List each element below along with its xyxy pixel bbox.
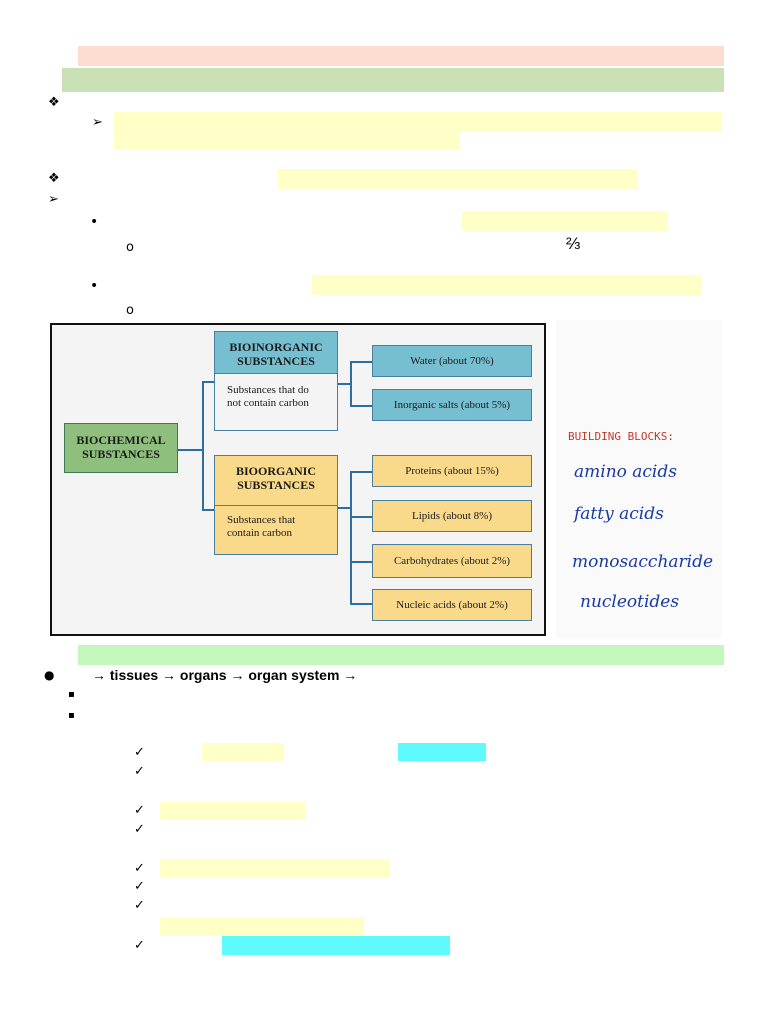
definition-highlight-2	[114, 131, 460, 149]
nucleic-acids-leaf: Nucleic acids (about 2%)	[372, 589, 532, 621]
node-description: Substances that	[227, 514, 296, 526]
connector-line	[350, 603, 372, 605]
diamond-bullet-icon: ❖	[48, 171, 60, 186]
connector-line	[350, 516, 372, 518]
connector-line	[338, 383, 352, 385]
check-highlight-yellow	[202, 743, 284, 761]
check-highlight-cyan	[398, 743, 486, 761]
subtitle-highlight-green	[62, 68, 724, 92]
node-description: not contain carbon	[227, 397, 309, 409]
note-item: nucleotides	[580, 592, 680, 612]
node-title: SUBSTANCES	[237, 478, 315, 492]
note-item: monosaccharide	[572, 552, 714, 572]
node-title: BIOINORGANIC	[229, 340, 323, 354]
big-dot-bullet-icon: ●	[44, 668, 55, 682]
connector-line	[350, 471, 372, 473]
connector-line	[202, 381, 204, 511]
building-blocks-note: BUILDING BLOCKS: amino acids fatty acids…	[556, 320, 722, 638]
section-highlight	[278, 169, 638, 189]
connector-line	[202, 381, 214, 383]
biochemical-substances-diagram: BIOCHEMICAL SUBSTANCES BIOINORGANIC SUBS…	[50, 323, 546, 636]
hierarchy-line: → tissues → organs → organ system →	[92, 667, 358, 683]
caption-highlight-green	[78, 645, 724, 665]
definition-highlight	[114, 112, 722, 131]
check-highlight-yellow	[160, 802, 306, 820]
lipids-leaf: Lipids (about 8%)	[372, 500, 532, 532]
point-highlight	[462, 211, 668, 231]
circle-bullet-icon: o	[126, 303, 134, 318]
node-description: contain carbon	[227, 527, 293, 539]
connector-line	[178, 449, 202, 451]
title-highlight-pink	[78, 46, 724, 66]
carbohydrates-leaf: Carbohydrates (about 2%)	[372, 544, 532, 578]
bioorganic-node: BIOORGANIC SUBSTANCES Substances that co…	[214, 455, 338, 555]
node-title: SUBSTANCES	[237, 354, 315, 368]
square-bullet-icon: ▪	[68, 710, 75, 721]
proteins-leaf: Proteins (about 15%)	[372, 455, 532, 487]
check-icon: ✓	[134, 898, 145, 913]
check-icon: ✓	[134, 861, 145, 876]
node-title: SUBSTANCES	[82, 447, 160, 461]
note-item: amino acids	[574, 462, 677, 482]
node-title: BIOCHEMICAL	[76, 433, 166, 447]
check-highlight-cyan	[222, 936, 450, 955]
check-icon: ✓	[134, 822, 145, 837]
circle-bullet-icon: o	[126, 240, 134, 255]
connector-line	[350, 361, 372, 363]
connector-line	[350, 471, 352, 605]
arrow-bullet-icon: ➢	[48, 192, 59, 207]
node-title: BIOORGANIC	[235, 464, 316, 478]
connector-line	[350, 361, 352, 407]
diamond-bullet-icon: ❖	[48, 95, 60, 110]
point-highlight-2	[312, 275, 702, 295]
inorganic-salts-leaf: Inorganic salts (about 5%)	[372, 389, 532, 421]
dot-bullet-icon: •	[90, 214, 99, 230]
square-bullet-icon: ▪	[68, 689, 75, 700]
connector-line	[202, 509, 214, 511]
check-icon: ✓	[134, 803, 145, 818]
check-icon: ✓	[134, 764, 145, 779]
water-leaf: Water (about 70%)	[372, 345, 532, 377]
connector-line	[338, 507, 352, 509]
note-item: fatty acids	[574, 504, 664, 524]
fraction-text: ⅔	[566, 234, 581, 253]
check-icon: ✓	[134, 938, 145, 953]
connector-line	[350, 405, 372, 407]
bioinorganic-node: BIOINORGANIC SUBSTANCES Substances that …	[214, 331, 338, 431]
check-icon: ✓	[134, 879, 145, 894]
note-title: BUILDING BLOCKS:	[568, 430, 674, 443]
arrowhead-bullet-icon: ➢	[92, 115, 103, 130]
node-description: Substances that do	[227, 384, 309, 396]
dot-bullet-icon: •	[90, 278, 99, 294]
biochemical-substances-node: BIOCHEMICAL SUBSTANCES	[64, 423, 178, 473]
check-highlight-yellow	[160, 917, 364, 935]
connector-line	[350, 561, 372, 563]
check-highlight-yellow	[160, 859, 390, 878]
check-icon: ✓	[134, 745, 145, 760]
